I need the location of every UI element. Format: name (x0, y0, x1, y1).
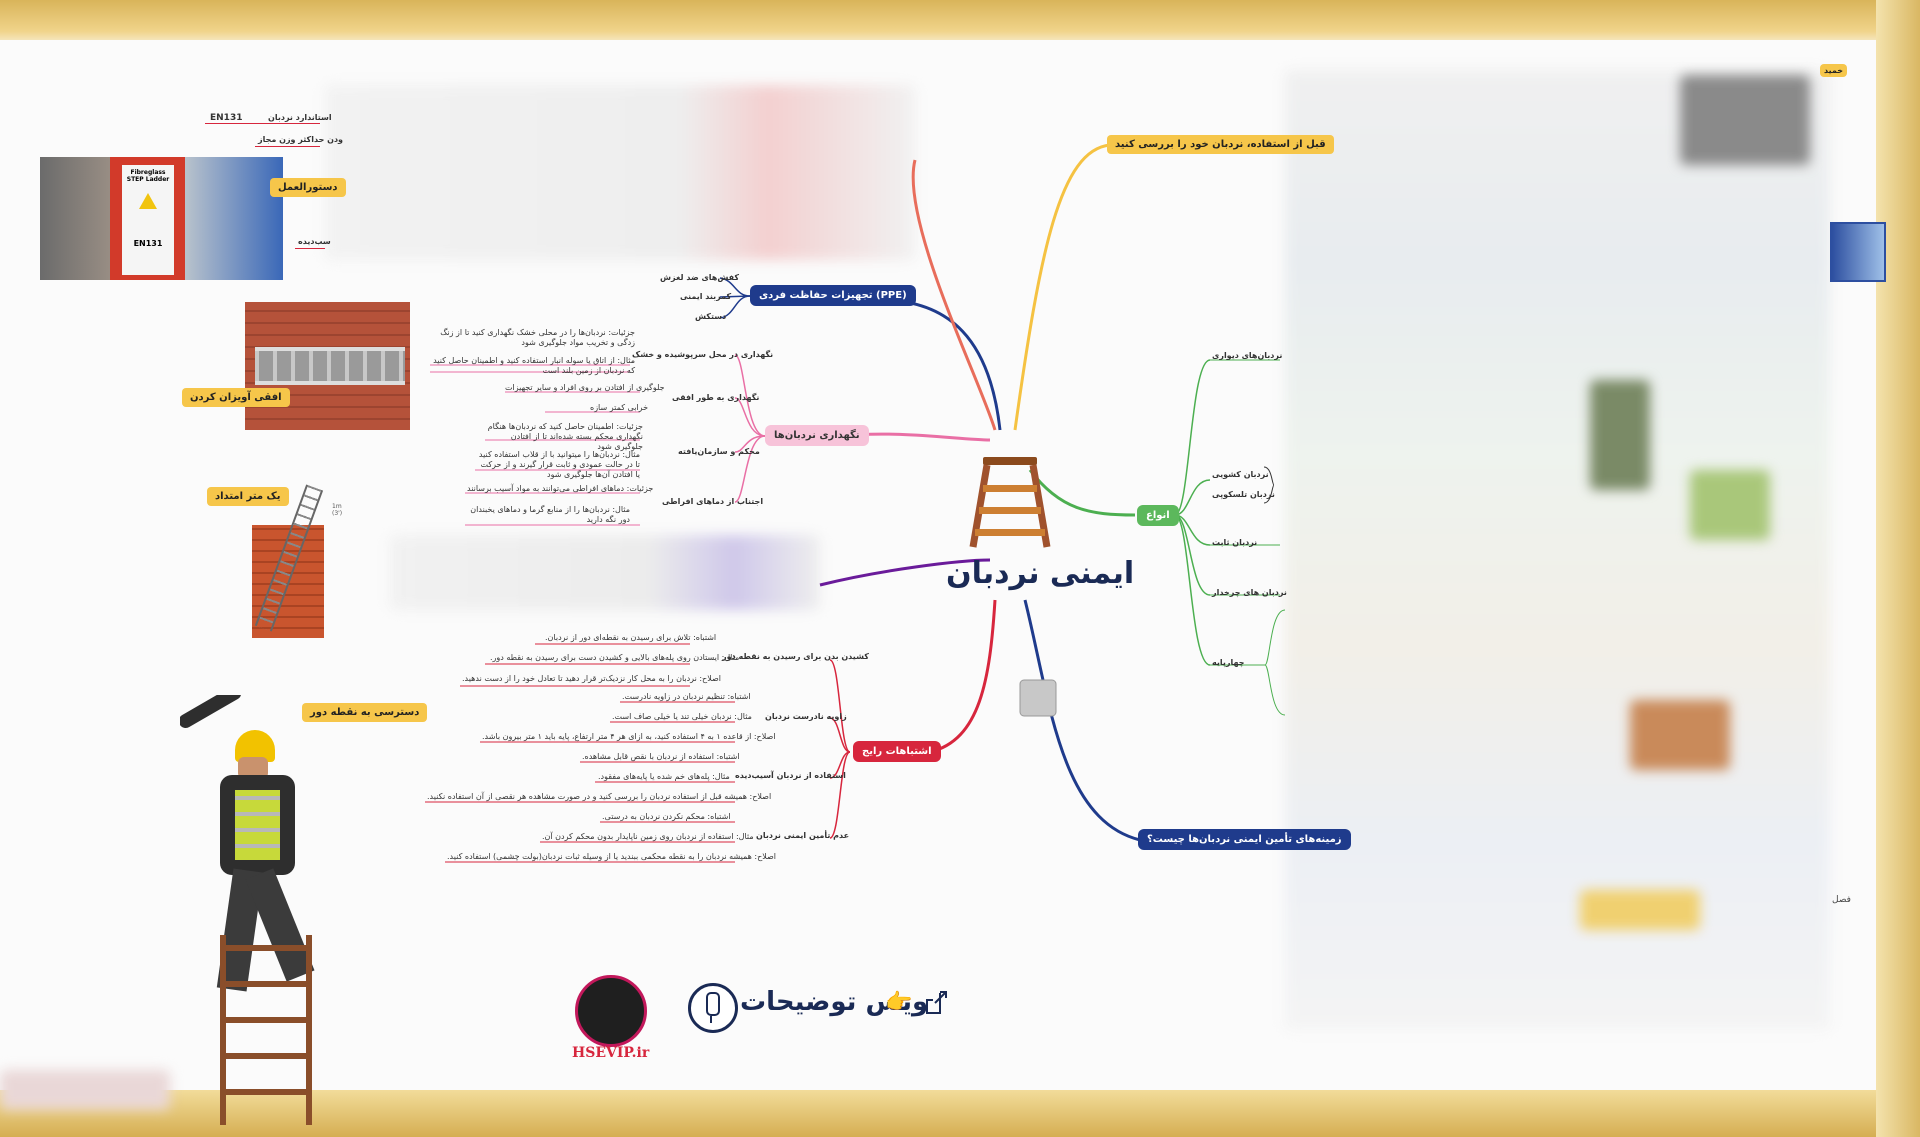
mistake-note: مثال: پله‌های خم شده یا پایه‌های مفقود. (598, 772, 730, 781)
blurred-badge-4 (1580, 890, 1700, 930)
bracket-icon (1263, 466, 1275, 504)
site-label[interactable]: HSEVIP.ir (572, 1045, 650, 1061)
standard-note: استاندارد نردبان (268, 113, 332, 122)
mistake-group-label: عدم تأمین ایمنی نردبان (756, 831, 850, 840)
maintain-note: مثال: نردبان‌ها را از منابع گرما و دماها… (470, 505, 630, 524)
mistake-note: مثال: استفاده از نردبان روی زمین ناپایدا… (542, 832, 754, 841)
dimension-label: 1m (3') (332, 503, 343, 517)
divider (255, 146, 320, 147)
right-thumbnail[interactable] (1830, 222, 1886, 282)
mistake-note: اصلاح: از قاعده ۱ به ۴ استفاده کنید، به … (482, 732, 776, 741)
pointer-icon: 👉 (885, 990, 913, 1015)
maintain-group-label: محکم و سازمان‌یافته (678, 447, 760, 456)
mistake-group-label: زاویه نادرست نردبان (765, 712, 847, 721)
central-title: ایمنی نردبان (946, 556, 1135, 591)
branch-common-mistakes[interactable]: اشتباهات رایج (853, 741, 941, 762)
blurred-footer-left (0, 1070, 170, 1110)
maintain-group-label: نگهداری به طور افقی (672, 393, 760, 402)
blurred-image-topright (1680, 75, 1810, 165)
maintain-note: مثال: از اتاق یا سوله انبار استفاده کنید… (433, 356, 635, 375)
warning-icon (139, 193, 157, 209)
branch-types[interactable]: انواع (1137, 505, 1179, 526)
right-fragment: خمید (1820, 64, 1848, 77)
mistake-note: مثال: ایستادن روی پله‌های بالایی و کشیدن… (490, 653, 740, 662)
tape-bottom (0, 1090, 1920, 1137)
mistake-group-label: کشیدن بدن برای رسیدن به نقطه دور (722, 652, 869, 661)
maintain-note: خرابی کمتر سازه (590, 403, 649, 412)
maintain-note: جزئیات: دماهای افراطی می‌توانند به مواد … (467, 484, 654, 493)
maintain-note: جزئیات: اطمینان حاصل کنید که نردبان‌ها ه… (487, 422, 643, 451)
blurred-badge-3 (1630, 700, 1730, 770)
right-fragment: فصل (1832, 895, 1851, 905)
label-reach-far: دسترسی به نقطه دور (302, 703, 428, 722)
maintain-note: مثال: نردبان‌ها را میتوانید با از قلاب ا… (478, 450, 640, 479)
maintain-note: جلوگیری از افتادن بر روی افراد و سایر تج… (505, 383, 665, 392)
mistake-note: اشتباه: استفاده از نردبان با نقص قابل مش… (582, 752, 740, 761)
standard-note: سب‌دیده (298, 237, 331, 246)
label-instructions: دستورالعمل (270, 178, 346, 197)
extension-diagram: 1m (3') (250, 475, 350, 645)
branch-maintenance[interactable]: نگهداری نردبان‌ها (765, 425, 869, 446)
mistake-note: اشتباه: تلاش برای رسیدن به نقطه‌ای دور ا… (545, 633, 717, 642)
type-item: نردبان ثابت (1212, 538, 1258, 547)
type-item: نردبان‌های دیواری (1212, 351, 1283, 360)
mistake-note: اشتباه: تنظیم نردبان در زاویه نادرست. (622, 692, 751, 701)
maintain-group-label: نگهداری در محل سرپوشیده و خشک (632, 350, 774, 359)
ladder-sticker-photo: Fibreglass STEP Ladder EN131 (40, 157, 283, 280)
blurred-badge-2 (1690, 470, 1770, 540)
blurred-region-top (325, 85, 915, 260)
mistake-note: اصلاح: همیشه نردبان را به نقطه محکمی ببن… (447, 852, 777, 861)
blurred-region-right (1285, 70, 1830, 1030)
wall-ladder-photo (245, 302, 410, 430)
ppe-item: کمربند ایمنی (680, 292, 732, 301)
branch-check-before-use[interactable]: قبل از استفاده، نردبان خود را بررسی کنید (1107, 135, 1334, 154)
sticker-text: STEP Ladder (126, 176, 170, 183)
voice-explanation-label[interactable]: ویس توضیحات (740, 987, 929, 1017)
sticker-text: Fibreglass (130, 169, 166, 176)
mistake-note: اشتباه: محکم نکردن نردبان به درستی. (602, 812, 731, 821)
worker-photo (180, 695, 420, 1125)
ladder-icon (969, 457, 1051, 548)
label-one-meter: یک متر امتداد (207, 487, 289, 506)
hsevip-logo (575, 975, 647, 1047)
type-item: چهارپایه (1212, 658, 1245, 667)
standard-note: EN131 (210, 113, 243, 123)
maintain-note: جزئیات: نردبان‌ها را در محلی خشک نگهداری… (440, 328, 635, 347)
sticker-code: EN131 (133, 239, 163, 248)
divider (205, 123, 320, 124)
ppe-item: کفش‌های ضد لغزش (660, 273, 740, 282)
mistake-note: اصلاح: همیشه قبل از استفاده نردبان را بر… (427, 792, 772, 801)
blurred-badge-1 (1590, 380, 1650, 490)
divider (295, 248, 325, 249)
type-item: نردبان کشویی (1212, 470, 1269, 479)
tape-right (1876, 0, 1920, 1137)
standard-note: ودن حداکثر وزن مجاز (258, 135, 344, 144)
type-item: نردبان های چرخدار (1212, 588, 1287, 597)
blurred-region-middle (390, 535, 820, 610)
ppe-item: دستکش (695, 312, 727, 321)
mistake-note: اصلاح: نردبان را به محل کار نزدیک‌تر قرا… (462, 674, 721, 683)
mistake-note: مثال: نردبان خیلی تند یا خیلی صاف است. (612, 712, 752, 721)
branch-ppe[interactable]: (PPE) تجهیزات حفاظت فردی (750, 285, 916, 306)
maintain-group-label: اجتناب از دماهای افراطی (662, 497, 764, 506)
type-item: نردبان تلسکوپی (1212, 490, 1275, 499)
label-horizontal-hanging: افقی آویزان کردن (182, 388, 290, 407)
external-link-icon[interactable] (925, 990, 949, 1014)
microphone-icon[interactable] (688, 983, 738, 1033)
branch-safety-needs[interactable]: زمینه‌های تأمین ایمنی نردبان‌ها چیست؟ (1138, 829, 1351, 850)
mistake-group-label: استفاده از نردبان آسیب‌دیده (735, 771, 846, 780)
